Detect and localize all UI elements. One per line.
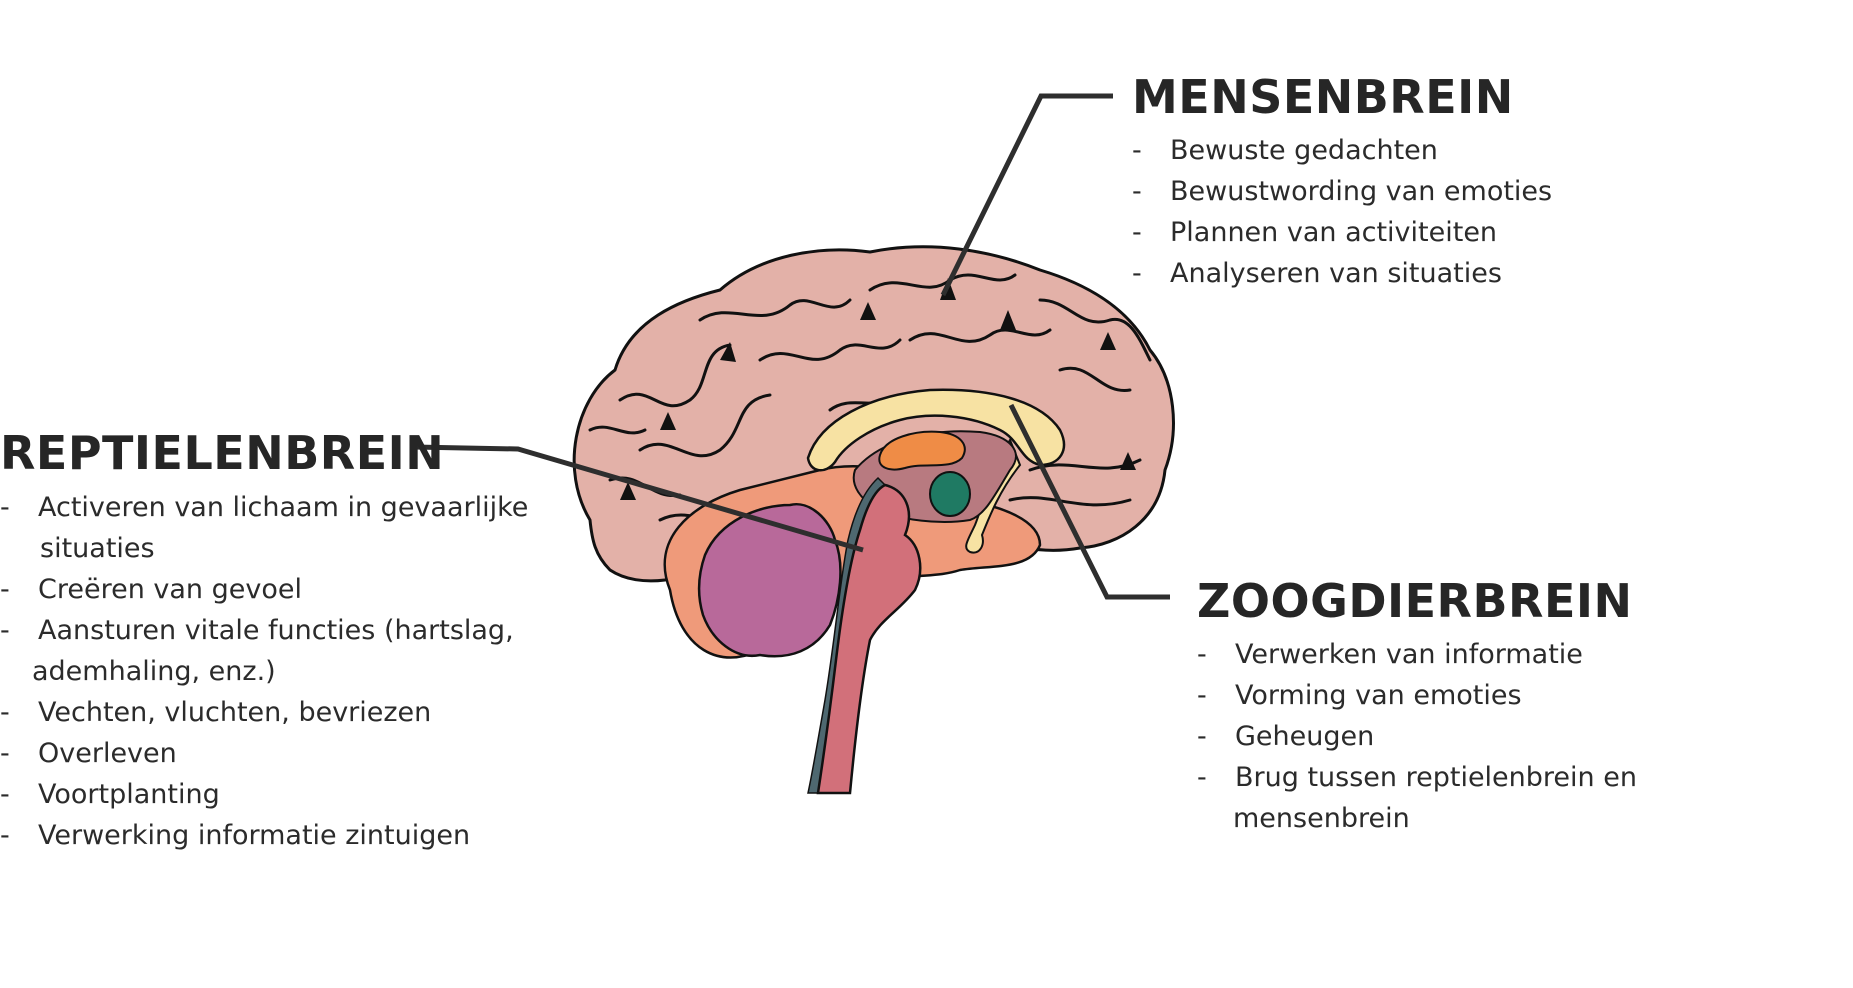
bullet-dash: -: [1197, 680, 1207, 711]
list-item: -Voortplanting: [0, 774, 528, 815]
list-mensenbrein: -Bewuste gedachten -Bewustwording van em…: [1132, 130, 1552, 294]
item-text: Analyseren van situaties: [1170, 258, 1502, 289]
list-item: -Aansturen vitale functies (hartslag, ade…: [0, 610, 528, 692]
item-text: Verwerken van informatie: [1235, 639, 1583, 670]
bullet-dash: -: [1132, 176, 1142, 207]
list-item: -Bewuste gedachten: [1132, 130, 1552, 171]
title-mensenbrein: MENSENBREIN: [1132, 70, 1514, 124]
item-text: Activeren van lichaam in gevaarlijke: [38, 492, 529, 523]
item-text: Overleven: [38, 738, 177, 769]
item-text-continuation: ademhaling, enz.): [32, 656, 276, 687]
cerebellum: [697, 502, 842, 658]
bullet-dash: -: [1197, 762, 1207, 793]
bullet-dash: -: [1132, 217, 1142, 248]
list-item: -Bewustwording van emoties: [1132, 171, 1552, 212]
bullet-dash: -: [0, 697, 10, 728]
item-text: Voortplanting: [38, 779, 220, 810]
bullet-dash: -: [1197, 721, 1207, 752]
bullet-dash: -: [0, 820, 10, 851]
item-text: Verwerking informatie zintuigen: [38, 820, 471, 851]
title-zoogdierbrein: ZOOGDIERBREIN: [1197, 574, 1633, 628]
list-item: -Plannen van activiteiten: [1132, 212, 1552, 253]
item-text: Aansturen vitale functies (hartslag,: [38, 615, 514, 646]
item-text: Creëren van gevoel: [38, 574, 302, 605]
bullet-dash: -: [1132, 135, 1142, 166]
bullet-dash: -: [0, 779, 10, 810]
item-text: Bewustwording van emoties: [1170, 176, 1553, 207]
amygdala: [929, 471, 971, 517]
item-text: Vechten, vluchten, bevriezen: [38, 697, 432, 728]
bullet-dash: -: [0, 574, 10, 605]
item-text-continuation: mensenbrein: [1233, 803, 1410, 834]
list-item: -Geheugen: [1197, 716, 1637, 757]
leader-line-mensenbrein: [940, 93, 1113, 297]
bullet-dash: -: [0, 492, 10, 523]
caudate-nucleus: [878, 430, 966, 471]
list-item: -Vorming van emoties: [1197, 675, 1637, 716]
bullet-dash: -: [0, 615, 10, 646]
leader-line-reptielenbrein: [413, 444, 864, 553]
brainstem: [816, 483, 922, 795]
list-item: -Overleven: [0, 733, 528, 774]
item-text: Bewuste gedachten: [1170, 135, 1438, 166]
sulci-dark: [620, 278, 1136, 500]
bullet-dash: -: [1197, 639, 1207, 670]
list-item: -Brug tussen reptielenbrein en mensenbrei…: [1197, 757, 1637, 839]
list-item: -Activeren van lichaam in gevaarlijke sit…: [0, 487, 528, 569]
bullet-dash: -: [1132, 258, 1142, 289]
item-text: Plannen van activiteiten: [1170, 217, 1498, 248]
list-item: -Creëren van gevoel: [0, 569, 528, 610]
item-text: Geheugen: [1235, 721, 1375, 752]
list-item: -Verwerken van informatie: [1197, 634, 1637, 675]
list-item: -Vechten, vluchten, bevriezen: [0, 692, 528, 733]
item-text: Vorming van emoties: [1235, 680, 1522, 711]
list-zoogdierbrein: -Verwerken van informatie -Vorming van e…: [1197, 634, 1637, 839]
bullet-dash: -: [0, 738, 10, 769]
list-item: -Analyseren van situaties: [1132, 253, 1552, 294]
item-text-continuation: situaties: [40, 533, 155, 564]
corpus-callosum: [806, 388, 1066, 472]
list-item: -Verwerking informatie zintuigen: [0, 815, 528, 856]
title-reptielenbrein: REPTIELENBREIN: [0, 426, 445, 480]
leader-line-zoogdierbrein: [1008, 403, 1170, 600]
item-text: Brug tussen reptielenbrein en: [1235, 762, 1637, 793]
